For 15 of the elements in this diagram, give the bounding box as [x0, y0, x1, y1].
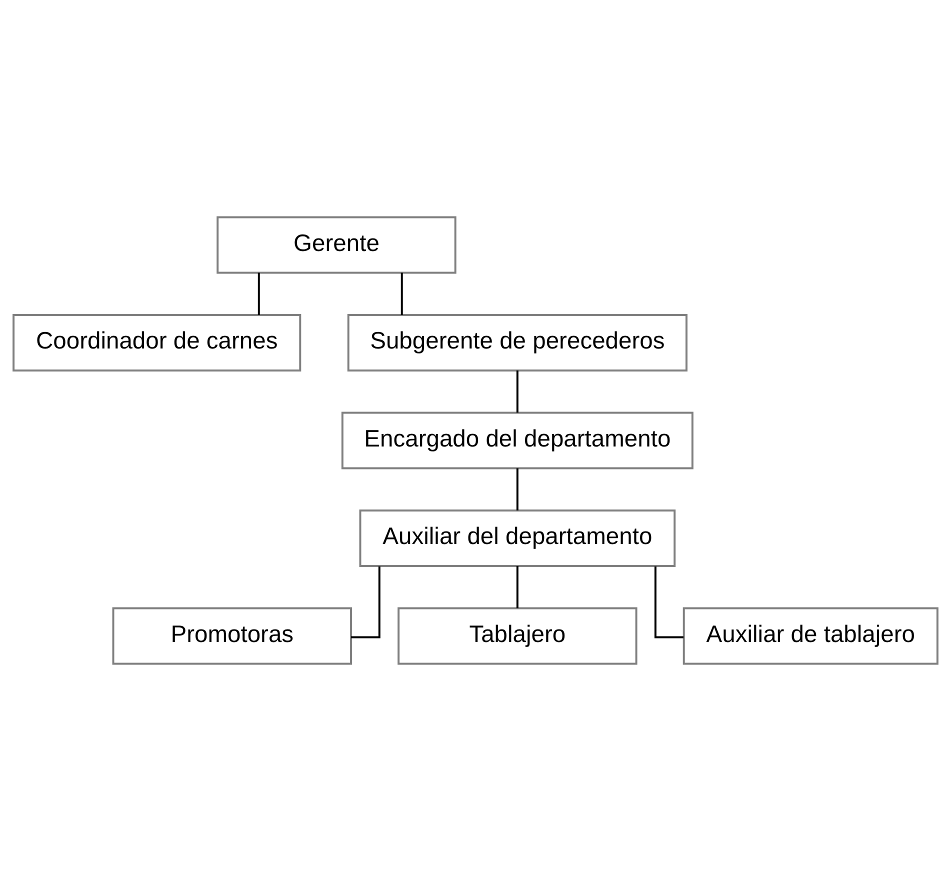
- node-box: Auxiliar del departamento: [359, 510, 676, 567]
- connector: [654, 566, 684, 638]
- connector: [258, 272, 260, 315]
- connector: [516, 566, 518, 608]
- node-box: Tablajero: [398, 607, 638, 665]
- node-box: Gerente: [216, 216, 456, 274]
- node-box: Auxiliar de tablajero: [682, 607, 938, 665]
- node-box: Subgerente de perecederos: [347, 314, 688, 372]
- connector: [400, 272, 403, 315]
- connector: [516, 370, 518, 413]
- node-box: Coordinador de carnes: [12, 314, 302, 372]
- connector: [351, 566, 380, 638]
- node-box: Encargado del departamento: [341, 412, 694, 470]
- connector: [516, 468, 518, 510]
- node-box: Promotoras: [112, 607, 352, 665]
